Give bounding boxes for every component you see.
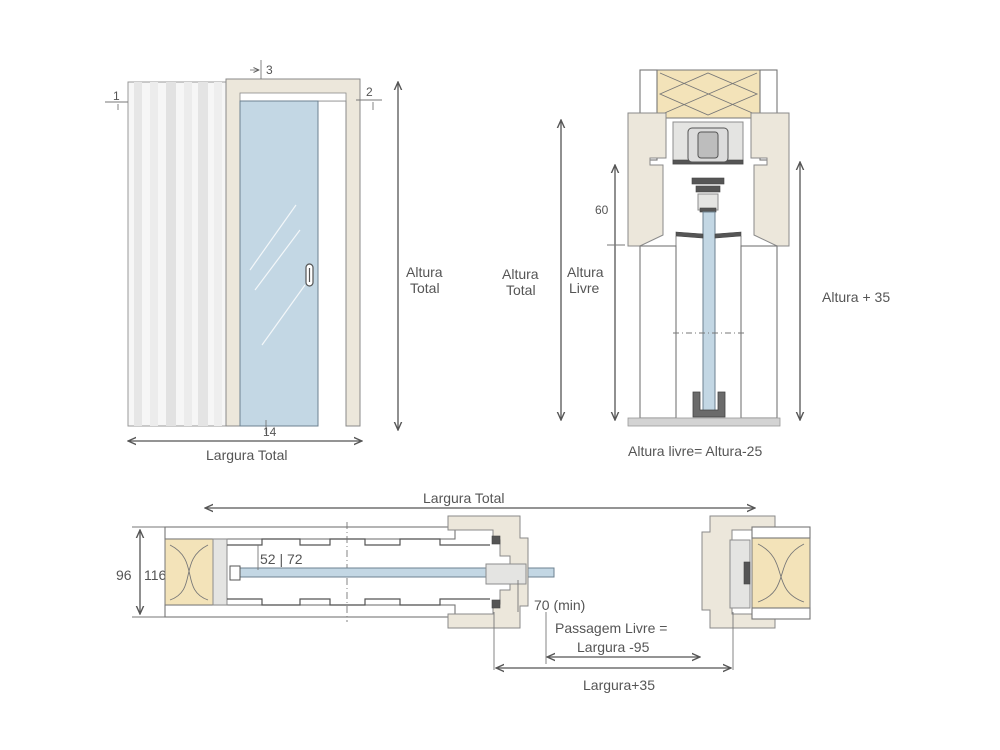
section-dim-60: 60 (595, 203, 609, 217)
right-frame-profile (750, 112, 790, 247)
plan-passagem-livre-2: Largura -95 (577, 639, 650, 655)
glass-door-leaf (239, 100, 319, 427)
section-altura-total-2: Total (506, 282, 536, 298)
section-caption: Altura livre= Altura-25 (628, 443, 762, 459)
glass-reflections (249, 204, 306, 346)
pocket-profile-bottom (227, 598, 490, 606)
section-view: Altura Total Altura Livre 60 Altura + 35 (502, 69, 890, 459)
section-altura-plus-35: Altura + 35 (822, 289, 890, 305)
section-glass-panel (702, 211, 716, 413)
dim-1: 1 (113, 89, 120, 103)
floor (627, 417, 781, 427)
plan-insulation-right (751, 537, 811, 609)
section-altura-total-1: Altura (502, 266, 539, 282)
plan-view: Largura Total 96 116 52 | 72 70 (min) (116, 490, 811, 693)
section-altura-livre-1: Altura (567, 264, 604, 280)
section-altura-livre-2: Livre (569, 280, 600, 296)
front-view: 1 3 2 14 Altura Total Largura Total (105, 60, 443, 463)
pocket-profile-top (227, 538, 490, 546)
plan-dim-70-min: 70 (min) (534, 597, 585, 613)
dim-2: 2 (366, 85, 373, 99)
dim-3: 3 (266, 63, 273, 77)
largura-total-label: Largura Total (206, 447, 287, 463)
plan-dim-116: 116 (144, 567, 167, 583)
plan-dim-52-72: 52 | 72 (260, 551, 303, 567)
frame-head-rail (239, 92, 347, 102)
floor-guide (692, 391, 726, 418)
plan-largura-total: Largura Total (423, 490, 504, 506)
dim-14: 14 (263, 425, 277, 439)
plan-passagem-livre-1: Passagem Livre = (555, 620, 667, 636)
wall-pocket-panels (127, 81, 227, 427)
left-frame-profile (627, 112, 667, 247)
plan-right-jamb (701, 515, 776, 629)
plan-dim-96: 96 (116, 567, 132, 583)
plan-largura-plus-35: Largura+35 (583, 677, 655, 693)
altura-total-label-1: Altura (406, 264, 443, 280)
altura-total-label-2: Total (410, 280, 440, 296)
